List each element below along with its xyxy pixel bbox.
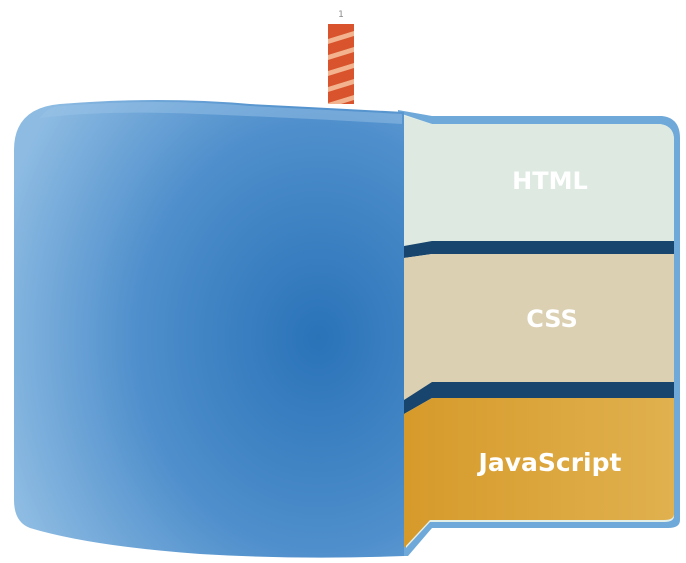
layer-javascript (404, 398, 674, 548)
candle-stripes (328, 31, 354, 104)
layer-css (404, 254, 674, 400)
cake-top-highlight (40, 102, 402, 124)
layer-label-html: HTML (512, 167, 588, 195)
layer-label-javascript: JavaScript (477, 448, 622, 477)
layer-html (404, 116, 674, 246)
candle: 1 (328, 10, 354, 104)
candle-number: 1 (338, 10, 344, 20)
layer-separator (404, 241, 674, 258)
cake-body (14, 100, 404, 558)
layer-label-css: CSS (526, 305, 578, 333)
